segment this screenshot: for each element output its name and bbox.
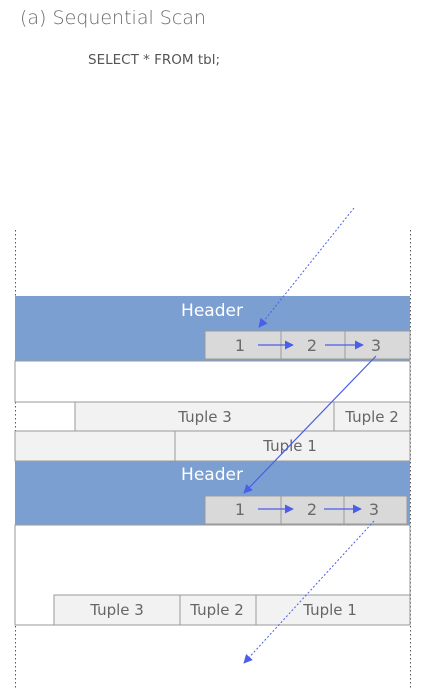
page-2: Header 1 2 3 Tuple 3 Tuple 2 Tuple 1 — [14, 461, 411, 626]
page-1-free-space — [14, 360, 411, 403]
page-1-tuple-1 — [174, 430, 411, 462]
page-2-header-label: Header — [181, 465, 243, 485]
page-2-slot-2-label: 2 — [307, 500, 317, 519]
page-1-header-label: Header — [181, 301, 243, 321]
scan-path — [243, 207, 377, 664]
page-2-slot-2 — [280, 495, 345, 525]
page-1-slot-1-label: 1 — [235, 336, 245, 355]
scan-exit-arrow — [243, 520, 375, 664]
page-1: Header 1 2 3 Tuple 3 Tuple 2 Tuple 1 — [14, 296, 411, 462]
page-2-slot-array: 1 2 3 — [204, 495, 408, 525]
page-1-tuple-3-overflow — [14, 430, 176, 462]
page-1-tuple-3 — [74, 401, 335, 432]
page-1-to-page-2-arrow — [243, 355, 377, 494]
page-2-slot-3-label: 3 — [369, 500, 379, 519]
page-2-tuple-3-label: Tuple 3 — [89, 601, 144, 619]
page-1-slot-2-label: 2 — [307, 336, 317, 355]
figure-caption: (a) Sequential Scan — [20, 7, 206, 29]
page-1-slot-3-label: 3 — [371, 336, 381, 355]
page-2-tuple-1-label: Tuple 1 — [302, 601, 357, 619]
page-2-tuple-1 — [255, 594, 411, 626]
scan-entry-arrow — [258, 207, 355, 328]
page-1-tuple-3-label: Tuple 3 — [177, 408, 232, 426]
page-1-tuple-2-label: Tuple 2 — [344, 408, 399, 426]
page-2-tuple-2 — [179, 594, 257, 626]
page-2-slot-1-label: 1 — [235, 500, 245, 519]
page-1-slot-array: 1 2 3 — [204, 330, 411, 360]
page-2-tuple-2-label: Tuple 2 — [189, 601, 244, 619]
sql-query: SELECT * FROM tbl; — [88, 52, 220, 68]
page-2-slot-1 — [204, 495, 282, 525]
